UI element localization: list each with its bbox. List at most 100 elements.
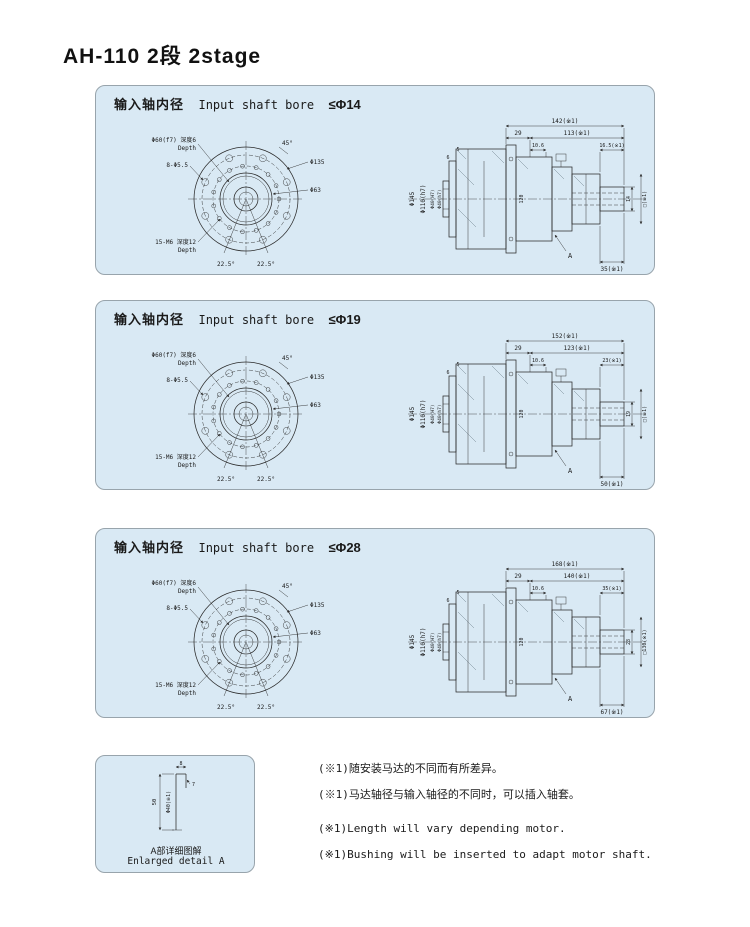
front-dia-135: Φ135 — [310, 374, 325, 381]
dim-bore: 19 — [626, 411, 632, 417]
dim-shaft-length: 67(※1) — [600, 709, 623, 716]
dim-6: 6 — [446, 155, 449, 161]
front-angle-right: 22.5° — [257, 261, 275, 268]
front-angle-45: 45° — [282, 583, 293, 590]
detail-ref-A: A — [568, 467, 573, 475]
technical-drawing-19: Φ60(f7) 深度6 Depth 8-Φ5.5 45° Φ135 Φ63 15… — [151, 333, 656, 488]
technical-drawing-14: Φ60(f7) 深度6 Depth 8-Φ5.5 45° Φ135 Φ63 15… — [151, 118, 656, 273]
detail-dia: Φ40(※1) — [166, 791, 172, 813]
dim-tip: 35(※1) — [602, 586, 621, 592]
front-holes-label: 8-Φ5.5 — [166, 377, 188, 384]
technical-drawing-28: Φ60(f7) 深度6 Depth 8-Φ5.5 45° Φ135 Φ63 15… — [151, 561, 656, 716]
dim-10-6: 10.6 — [532, 143, 544, 149]
dim-tip: 16.5(※1) — [599, 143, 624, 149]
panel-header: 输入轴内径 Input shaft bore ≤Φ19 — [114, 309, 361, 329]
front-tap-depth: Depth — [178, 247, 196, 254]
front-spigot-depth: Depth — [178, 360, 196, 367]
dim-seg1: 29 — [514, 130, 522, 137]
dim-dia145: Φ145 — [409, 191, 416, 206]
header-bore-value: ≤Φ28 — [328, 540, 361, 555]
front-tap-label: 15-M6 深度12 — [155, 681, 196, 689]
panel-bore-19: 输入轴内径 Input shaft bore ≤Φ19 Φ60(f7) 深度6 … — [95, 300, 655, 490]
detail-ref-A: A — [568, 252, 573, 260]
header-cn: 输入轴内径 — [114, 540, 185, 555]
panel-header: 输入轴内径 Input shaft bore ≤Φ14 — [114, 94, 361, 114]
panel-bore-28: 输入轴内径 Input shaft bore ≤Φ28 Φ60(f7) 深度6 … — [95, 528, 655, 718]
front-tap-label: 15-M6 深度12 — [155, 238, 196, 246]
front-dia-63: Φ63 — [310, 187, 321, 194]
dim-dia110: Φ110(h7) — [420, 185, 427, 214]
header-cn: 输入轴内径 — [114, 312, 185, 327]
detail-geometry — [160, 767, 190, 830]
detail-caption-en: Enlarged detail A — [127, 856, 225, 867]
panel-header: 输入轴内径 Input shaft bore ≤Φ28 — [114, 537, 361, 557]
dim-seg2: 113(※1) — [564, 130, 591, 137]
front-dia-63: Φ63 — [310, 630, 321, 637]
dim-flange-square: □(※1) — [642, 406, 648, 422]
dim-120: 120 — [519, 409, 525, 418]
dim-seg1: 29 — [514, 345, 522, 352]
front-spigot-label: Φ60(f7) 深度6 — [151, 351, 196, 359]
header-en: Input shaft bore — [198, 541, 315, 555]
front-view-geometry — [188, 584, 308, 700]
panel-bore-14: 输入轴内径 Input shaft bore ≤Φ14 Φ60(f7) 深度6 … — [95, 85, 655, 275]
front-dia-135: Φ135 — [310, 602, 325, 609]
note-en-2: (※1)Bushing will be inserted to adapt mo… — [318, 848, 652, 861]
header-bore-value: ≤Φ14 — [328, 97, 361, 112]
dim-120: 120 — [519, 194, 525, 203]
dim-seg2: 123(※1) — [564, 345, 591, 352]
note-cn-1: (※1)随安装马达的不同而有所差异。 — [318, 762, 503, 775]
detail-height: 50 — [152, 799, 158, 806]
note-en-1: (※1)Length will vary depending motor. — [318, 822, 566, 835]
dim-5: 5 — [456, 147, 459, 153]
front-angle-right: 22.5° — [257, 476, 275, 483]
dim-flange-square: □130(※1) — [642, 629, 648, 654]
dim-dia40-H7: Φ40(H7) — [430, 404, 436, 423]
dim-dia40-h7: Φ40(h7) — [437, 404, 443, 423]
enlarged-detail-panel: 8 7 Φ40(※1) 50 A部详细图解 Enlarged detail A — [95, 755, 255, 873]
front-angle-45: 45° — [282, 140, 293, 147]
header-en: Input shaft bore — [198, 313, 315, 327]
front-tap-depth: Depth — [178, 690, 196, 697]
dim-dia145: Φ145 — [409, 634, 416, 649]
front-dia-63: Φ63 — [310, 402, 321, 409]
front-holes-label: 8-Φ5.5 — [166, 605, 188, 612]
dim-5: 5 — [456, 362, 459, 368]
front-spigot-depth: Depth — [178, 145, 196, 152]
dim-dia40-H7: Φ40(H7) — [430, 189, 436, 208]
dim-dia145: Φ145 — [409, 406, 416, 421]
header-en: Input shaft bore — [198, 98, 315, 112]
dim-dia40-H7: Φ40(H7) — [430, 632, 436, 651]
dim-dia110: Φ110(h7) — [420, 400, 427, 429]
front-dia-135: Φ135 — [310, 159, 325, 166]
dim-dia40-h7: Φ40(h7) — [437, 189, 443, 208]
dim-6: 6 — [446, 370, 449, 376]
dim-dia110: Φ110(h7) — [420, 628, 427, 657]
front-holes-label: 8-Φ5.5 — [166, 162, 188, 169]
dim-overall: 142(※1) — [552, 118, 579, 125]
front-spigot-depth: Depth — [178, 588, 196, 595]
front-angle-left: 22.5° — [217, 261, 235, 268]
dim-6: 6 — [446, 598, 449, 604]
dim-10-6: 10.6 — [532, 586, 544, 592]
front-angle-left: 22.5° — [217, 476, 235, 483]
dim-seg2: 140(※1) — [564, 573, 591, 580]
detail-dim-top: 8 — [179, 761, 182, 767]
dim-bore: 14 — [626, 196, 632, 202]
front-tap-depth: Depth — [178, 462, 196, 469]
dim-tip: 23(※1) — [602, 358, 621, 364]
detail-ref-A: A — [568, 695, 573, 703]
dim-10-6: 10.6 — [532, 358, 544, 364]
front-view-geometry — [188, 141, 308, 257]
front-tap-label: 15-M6 深度12 — [155, 453, 196, 461]
detail-drawing: 8 7 Φ40(※1) 50 — [152, 761, 195, 844]
front-angle-left: 22.5° — [217, 704, 235, 711]
dim-flange-square: □(※1) — [642, 191, 648, 207]
dim-bore: 28 — [626, 639, 632, 645]
header-bore-value: ≤Φ19 — [328, 312, 361, 327]
page-title: AH-110 2段 2stage — [63, 45, 262, 68]
dim-120: 120 — [519, 637, 525, 646]
dim-dia40-h7: Φ40(h7) — [437, 632, 443, 651]
front-angle-right: 22.5° — [257, 704, 275, 711]
dim-seg1: 29 — [514, 573, 522, 580]
